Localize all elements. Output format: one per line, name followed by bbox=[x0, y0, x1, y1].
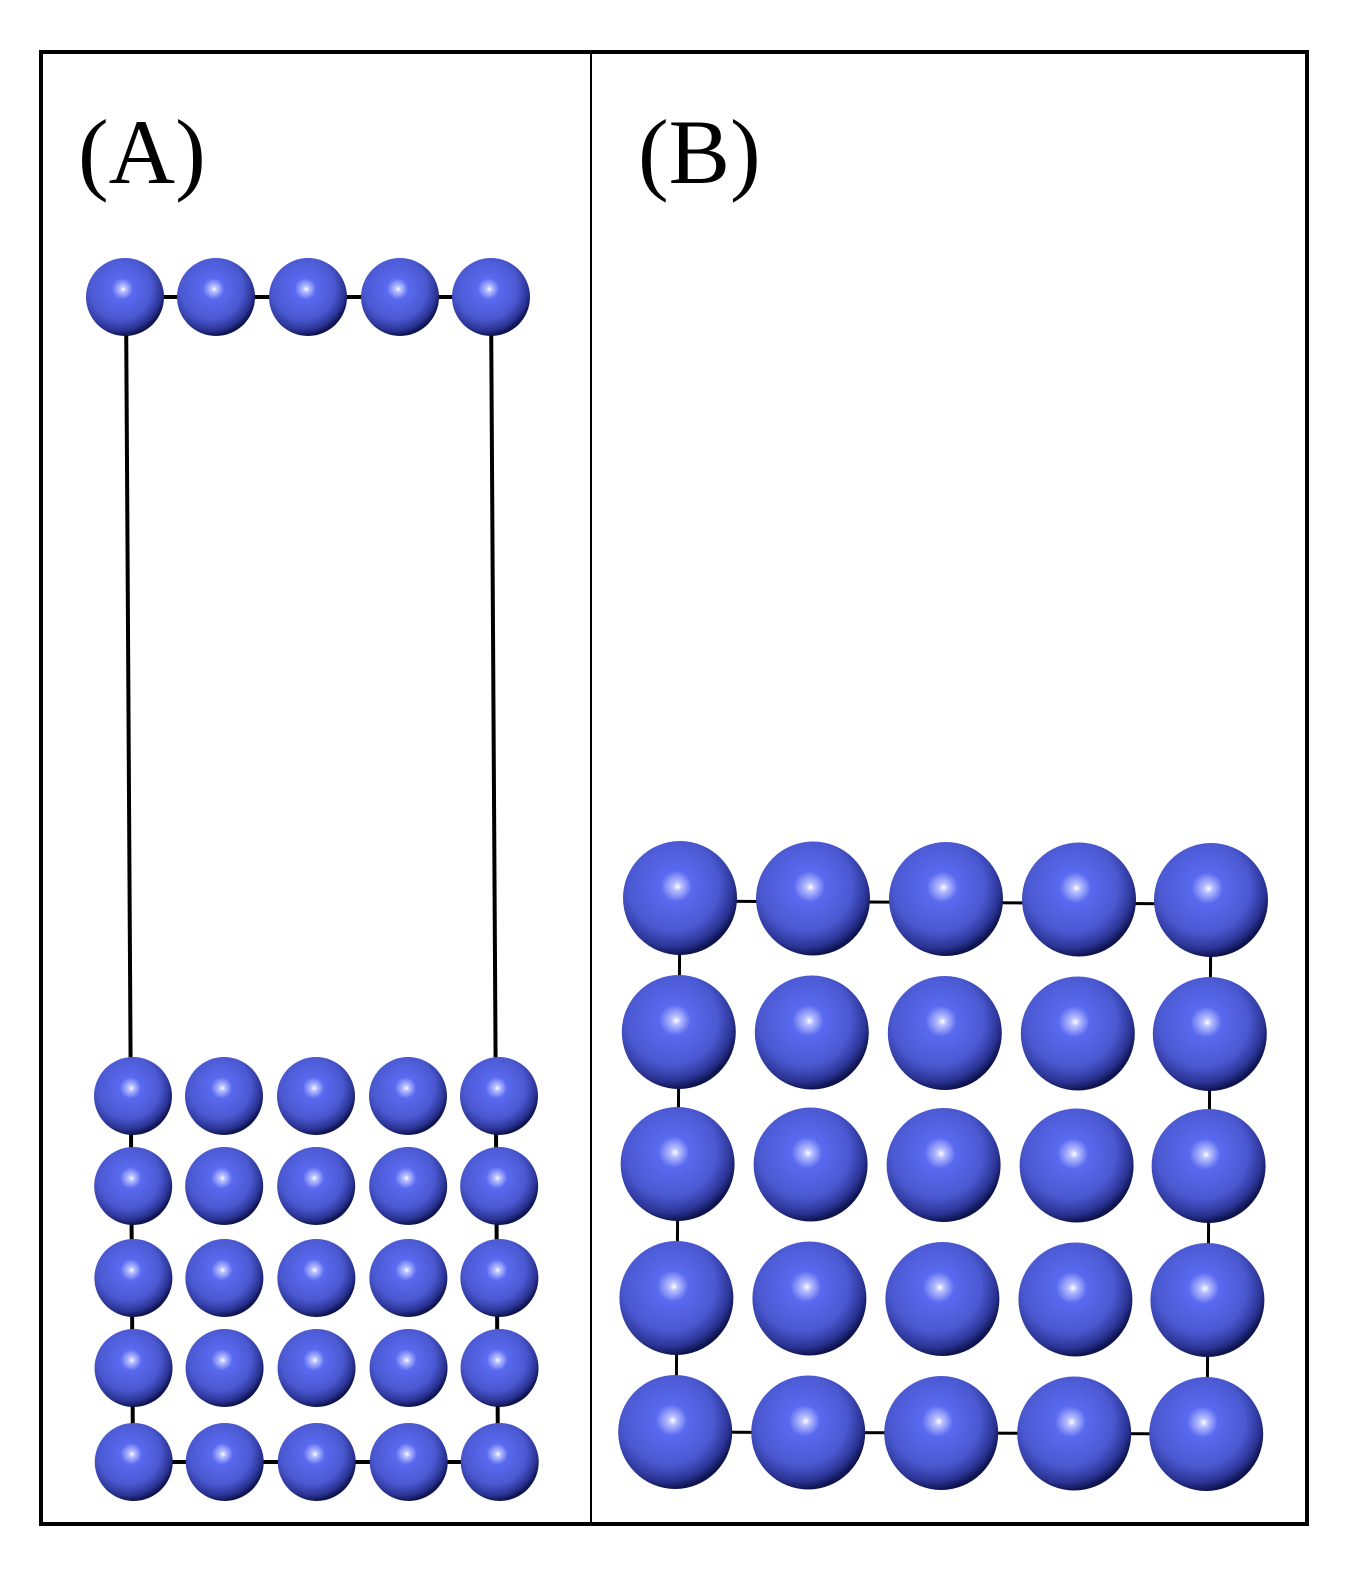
atom bbox=[277, 1147, 356, 1225]
panel-a-side-view: (A) bbox=[78, 101, 539, 1501]
atom bbox=[185, 1057, 263, 1135]
atom bbox=[620, 1107, 735, 1221]
atom bbox=[94, 1147, 173, 1225]
atom bbox=[94, 1423, 173, 1501]
atom bbox=[1154, 843, 1268, 957]
atom bbox=[619, 1241, 734, 1355]
atom bbox=[756, 841, 870, 956]
atom bbox=[1018, 1242, 1133, 1357]
atom bbox=[1150, 1243, 1265, 1357]
atom bbox=[277, 1423, 356, 1501]
panel-a-label: (A) bbox=[78, 101, 206, 203]
atom bbox=[1017, 1376, 1132, 1491]
atom bbox=[1151, 1109, 1266, 1223]
atom bbox=[369, 1057, 447, 1135]
atom bbox=[361, 258, 439, 336]
atom bbox=[1022, 842, 1136, 957]
atom bbox=[886, 1108, 1001, 1222]
atom bbox=[452, 258, 530, 336]
atom bbox=[460, 1147, 539, 1225]
atom bbox=[460, 1057, 538, 1135]
atom bbox=[621, 975, 736, 1089]
atom bbox=[369, 1423, 448, 1501]
atom bbox=[185, 1329, 264, 1407]
atom bbox=[752, 1241, 867, 1356]
atom bbox=[618, 1375, 733, 1489]
atom bbox=[460, 1239, 539, 1317]
atom bbox=[1019, 1108, 1134, 1223]
panel-b-atoms bbox=[618, 841, 1268, 1491]
atom bbox=[94, 1329, 173, 1407]
atom bbox=[94, 1057, 172, 1135]
atom bbox=[277, 1329, 356, 1407]
atom bbox=[177, 258, 255, 336]
atom bbox=[623, 841, 737, 955]
atom bbox=[1020, 976, 1135, 1091]
atom bbox=[889, 842, 1003, 956]
atom bbox=[1152, 977, 1267, 1091]
atom bbox=[94, 1239, 173, 1317]
atom bbox=[185, 1239, 264, 1317]
atom bbox=[269, 258, 347, 336]
atom bbox=[751, 1375, 866, 1490]
atom bbox=[885, 1242, 1000, 1356]
panel-a-atoms bbox=[86, 258, 539, 1501]
atom bbox=[86, 258, 164, 336]
atom bbox=[185, 1147, 264, 1225]
atom bbox=[369, 1329, 448, 1407]
atom bbox=[369, 1147, 448, 1225]
atom bbox=[277, 1239, 356, 1317]
atom bbox=[1149, 1377, 1264, 1491]
atom bbox=[884, 1376, 999, 1490]
atom bbox=[369, 1239, 448, 1317]
panel-b-top-view: (B) bbox=[618, 101, 1268, 1491]
atom bbox=[753, 1107, 868, 1222]
atom bbox=[277, 1057, 355, 1135]
atom bbox=[460, 1423, 539, 1501]
atom bbox=[754, 975, 869, 1090]
atom bbox=[887, 976, 1002, 1090]
panel-b-label: (B) bbox=[638, 101, 761, 203]
atom bbox=[460, 1329, 539, 1407]
atom bbox=[185, 1423, 264, 1501]
